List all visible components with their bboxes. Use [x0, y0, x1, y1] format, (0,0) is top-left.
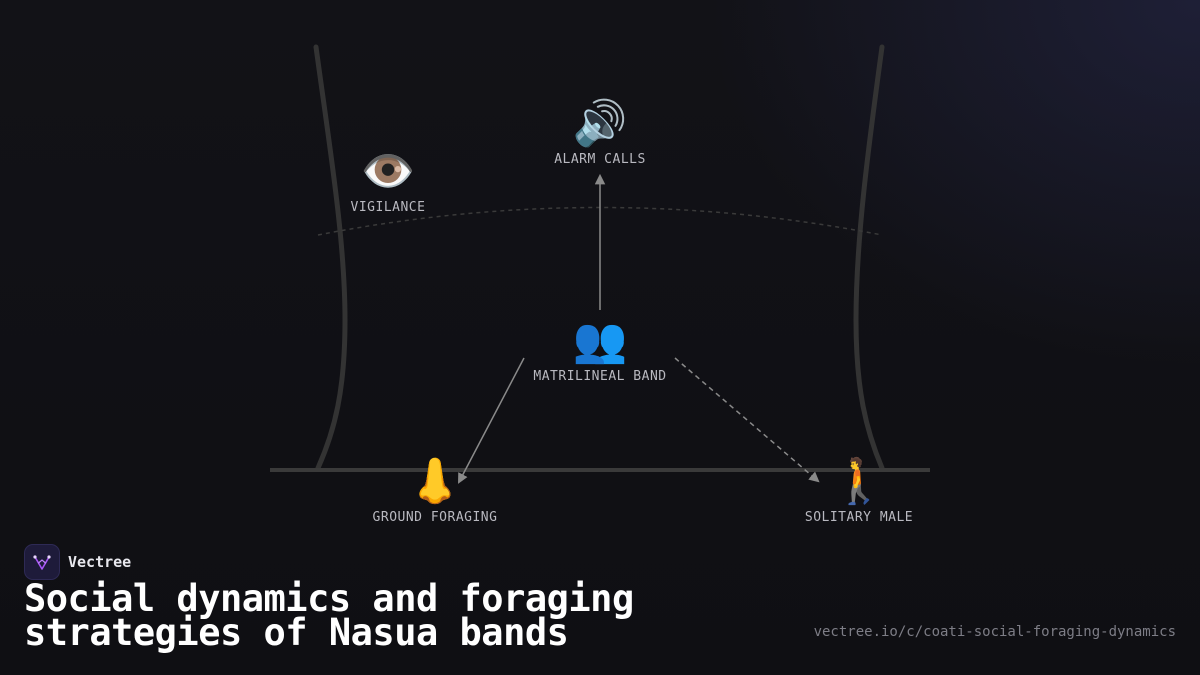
loudspeaker-icon: 🔊	[572, 98, 628, 149]
left-trunk-curve	[313, 44, 348, 471]
node-label: VIGILANCE	[350, 200, 426, 215]
node-matrilineal-band: 👥 MATRILINEAL BAND	[533, 315, 666, 384]
walking-person-icon: 🚶	[831, 456, 887, 507]
node-ground-foraging: 👃 GROUND FORAGING	[373, 456, 498, 525]
source-url[interactable]: vectree.io/c/coati-social-foraging-dynam…	[813, 624, 1176, 640]
node-label: GROUND FORAGING	[372, 510, 498, 525]
vectree-logo-icon	[24, 544, 60, 580]
edge-band-to-ground-foraging	[458, 357, 525, 484]
node-vigilance: 👁️ VIGILANCE	[351, 146, 426, 215]
right-trunk-curve	[853, 44, 885, 471]
node-solitary-male: 🚶 SOLITARY MALE	[805, 456, 913, 525]
brand: Vectree	[24, 544, 131, 580]
page-title: Social dynamics and foraging strategies …	[24, 577, 634, 654]
eye-icon: 👁️	[360, 146, 416, 197]
node-label: MATRILINEAL BAND	[533, 369, 667, 384]
people-icon: 👥	[572, 315, 628, 366]
edge-band-to-solitary-male	[674, 357, 820, 483]
node-label: ALARM CALLS	[554, 152, 646, 167]
brand-name: Vectree	[68, 553, 132, 571]
nose-icon: 👃	[407, 456, 463, 507]
node-alarm-calls: 🔊 ALARM CALLS	[554, 98, 646, 167]
node-label: SOLITARY MALE	[804, 510, 914, 525]
